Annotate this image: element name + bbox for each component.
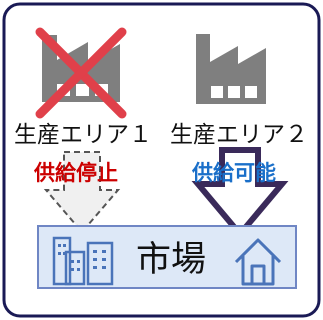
x-mark-icon	[35, 27, 127, 119]
supply-stopped-arrow	[43, 151, 121, 234]
house-icon	[234, 238, 282, 286]
buildings-icon	[52, 236, 114, 286]
market-box	[37, 225, 297, 289]
factory-icon	[196, 34, 266, 104]
area-2-label: 生産エリア２	[170, 122, 308, 148]
area-1-label: 生産エリア１	[14, 122, 152, 148]
market-label: 市場	[136, 240, 206, 280]
status-available-label: 供給可能	[191, 161, 276, 185]
supply-available-arrow	[191, 147, 289, 239]
status-stopped-label: 供給停止	[33, 161, 118, 185]
